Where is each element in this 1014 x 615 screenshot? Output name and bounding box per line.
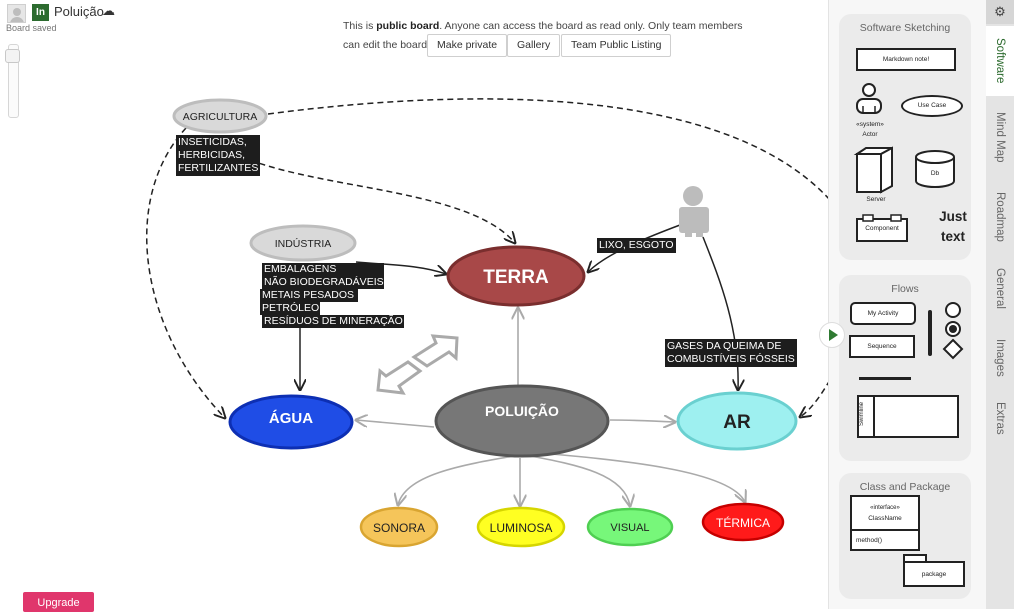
section-title-software-sketching: Software Sketching bbox=[859, 22, 951, 34]
connector-poluicao-sonora bbox=[398, 454, 521, 505]
connector-industria-terra bbox=[355, 261, 446, 274]
upgrade-button[interactable]: Upgrade bbox=[23, 592, 94, 612]
node-industria-label: INDÚSTRIA bbox=[275, 237, 332, 250]
node-termica-label: TÉRMICA bbox=[716, 515, 770, 530]
shape-activity[interactable]: My Activity bbox=[850, 302, 916, 325]
cloud-icon: ☁ bbox=[102, 3, 115, 18]
board-title[interactable]: Poluição bbox=[54, 4, 104, 19]
node-luminosa bbox=[476, 506, 566, 548]
shape-server-label: Server bbox=[866, 196, 886, 203]
make-private-button[interactable]: Make private bbox=[427, 34, 508, 57]
connector-poluicao-agua bbox=[356, 420, 435, 428]
node-industria bbox=[249, 224, 357, 262]
shape-sequence[interactable]: Sequence bbox=[849, 335, 915, 358]
node-agricultura-label: AGRICULTURA bbox=[183, 111, 257, 123]
shape-actor-stereotype: «system» bbox=[856, 121, 884, 128]
save-status: Board saved bbox=[6, 23, 57, 33]
shape-just-text[interactable]: Just text bbox=[939, 209, 967, 244]
section-title-flows: Flows bbox=[891, 283, 919, 295]
node-sonora bbox=[359, 506, 439, 548]
panel-tabs bbox=[986, 0, 1014, 609]
shape-fork-bar[interactable] bbox=[928, 310, 932, 356]
connector-agricultura-terra bbox=[249, 159, 515, 243]
node-terra-label: TERRA bbox=[483, 267, 549, 288]
node-sonora-label: SONORA bbox=[373, 521, 425, 535]
note-gases-combustiveis[interactable]: GASES DA QUEIMA DE COMBUSTÍVEIS FÓSSEIS bbox=[665, 339, 797, 367]
node-poluicao-label: POLUIÇÃO bbox=[485, 402, 559, 419]
node-agua-label: ÁGUA bbox=[269, 410, 313, 427]
tab-extras[interactable]: Extras bbox=[994, 401, 1006, 435]
user-avatar[interactable] bbox=[7, 4, 26, 23]
exchange-arrows-icon bbox=[376, 334, 459, 395]
shape-actor-icon[interactable] bbox=[852, 82, 890, 122]
team-public-listing-button[interactable]: Team Public Listing bbox=[561, 34, 672, 57]
shape-package-icon[interactable] bbox=[902, 553, 966, 589]
node-ar bbox=[676, 391, 798, 451]
section-title-class-package: Class and Package bbox=[859, 481, 951, 493]
node-agua bbox=[228, 394, 354, 450]
connector-agricultura-agua bbox=[146, 127, 225, 418]
tab-images[interactable]: Images bbox=[994, 339, 1006, 377]
person-icon bbox=[679, 186, 709, 237]
gear-icon[interactable]: ⚙ bbox=[986, 0, 1014, 24]
zoom-slider-handle[interactable] bbox=[5, 49, 20, 63]
tab-general[interactable]: General bbox=[994, 267, 1006, 309]
shape-server-icon[interactable] bbox=[852, 146, 898, 196]
panel-collapse-button[interactable] bbox=[819, 322, 845, 348]
shape-line[interactable] bbox=[859, 377, 911, 380]
shape-database-icon[interactable] bbox=[912, 150, 958, 190]
note-agricultura-pollutants[interactable]: INSETICIDAS, HERBICIDAS, FERTILIZANTES bbox=[176, 135, 261, 176]
node-ar-label: AR bbox=[723, 412, 751, 433]
tab-roadmap[interactable]: Roadmap bbox=[994, 192, 1006, 242]
shape-use-case[interactable]: Use Case bbox=[901, 95, 963, 117]
public-board-notice-line2: can edit the board. bbox=[343, 39, 430, 51]
shape-component-label: Component bbox=[865, 225, 899, 232]
zoom-slider[interactable] bbox=[8, 44, 19, 118]
node-termica bbox=[701, 502, 785, 542]
workspace-badge[interactable]: In bbox=[32, 4, 49, 21]
gallery-button[interactable]: Gallery bbox=[507, 34, 561, 57]
note-industria-pollutants[interactable]: EMBALAGENS NÃO BIODEGRADÁVEIS METAIS PES… bbox=[260, 263, 404, 328]
shape-swimline[interactable]: Swimline bbox=[857, 395, 959, 438]
connector-agricultura-ar bbox=[267, 98, 830, 201]
connector-person-ar bbox=[702, 236, 738, 390]
node-visual bbox=[586, 507, 674, 547]
play-icon bbox=[829, 329, 838, 341]
node-agricultura bbox=[172, 98, 268, 134]
public-board-notice: This is public board. Anyone can access … bbox=[343, 20, 743, 32]
connector-ar-right bbox=[800, 379, 830, 417]
connector-poluicao-termica bbox=[529, 451, 745, 502]
node-poluicao bbox=[434, 384, 610, 458]
node-luminosa-label: LUMINOSA bbox=[490, 521, 553, 535]
shape-markdown-note[interactable]: Markdown note! bbox=[856, 48, 956, 71]
tab-software[interactable]: Software bbox=[986, 26, 1014, 96]
shape-database-label: Db bbox=[930, 170, 940, 177]
node-visual-label: VISUAL bbox=[610, 522, 649, 534]
note-lixo-esgoto[interactable]: LIXO, ESGOTO bbox=[597, 238, 676, 253]
connector-poluicao-ar bbox=[609, 420, 675, 422]
diagram-canvas[interactable]: AGRICULTURA INDÚSTRIA TERRA POLUIÇÃO ÁGU… bbox=[0, 0, 830, 609]
shape-flow-nodes-icon[interactable] bbox=[940, 301, 966, 363]
tab-mind-map[interactable]: Mind Map bbox=[994, 111, 1006, 163]
shape-component-icon[interactable] bbox=[855, 214, 911, 244]
connector-poluicao-visual bbox=[524, 454, 630, 506]
shape-actor-label: Actor bbox=[862, 131, 878, 138]
shape-package-label: package bbox=[921, 571, 947, 578]
node-terra bbox=[446, 245, 586, 307]
shape-class[interactable]: «interface» ClassName method() bbox=[850, 495, 920, 551]
